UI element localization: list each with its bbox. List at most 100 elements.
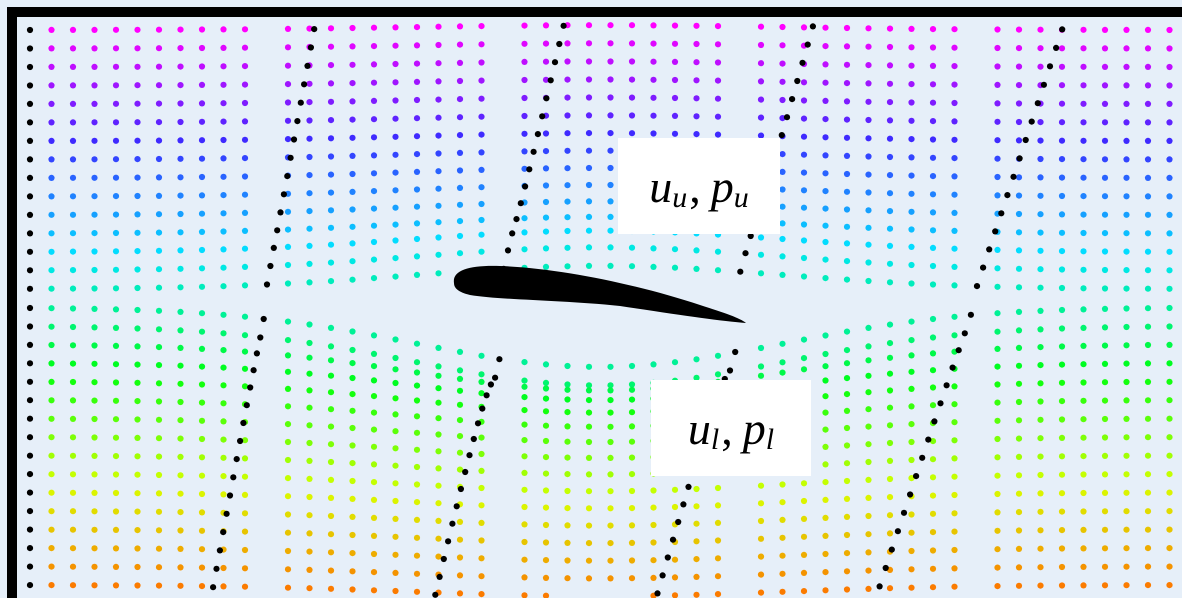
particle-dot xyxy=(349,531,356,539)
particle-dot xyxy=(198,454,206,461)
material-line-dot xyxy=(301,81,308,88)
particle-dot xyxy=(177,308,184,315)
particle-dot xyxy=(1037,155,1044,163)
particle-dot xyxy=(1144,545,1152,552)
particle-dot xyxy=(1144,323,1152,330)
particle-dot xyxy=(628,244,636,251)
particle-dot xyxy=(456,59,464,66)
particle-dot xyxy=(349,442,356,449)
particle-dot xyxy=(929,438,937,445)
material-line-dot xyxy=(445,538,452,545)
particle-dot xyxy=(306,208,313,215)
particle-dot xyxy=(521,538,528,546)
particle-dot xyxy=(1123,45,1130,52)
particle-dot xyxy=(134,26,141,33)
particle-dot xyxy=(1037,137,1044,144)
particle-dot xyxy=(822,569,829,576)
particle-dot xyxy=(413,133,421,140)
particle-dot xyxy=(886,585,894,592)
upper-pressure-symbol: p xyxy=(710,160,734,212)
material-line-dot xyxy=(26,193,34,200)
particle-dot xyxy=(456,387,464,394)
particle-dot xyxy=(1144,63,1152,70)
particle-dot xyxy=(800,355,808,362)
lower-pressure-symbol: p xyxy=(742,402,766,454)
particle-dot xyxy=(671,486,679,493)
particle-dot xyxy=(757,60,765,67)
particle-dot xyxy=(177,508,184,516)
particle-dot xyxy=(456,554,464,561)
particle-dot xyxy=(112,582,120,589)
particle-dot xyxy=(908,511,915,518)
particle-dot xyxy=(564,362,571,370)
particle-dot xyxy=(241,510,249,517)
particle-dot xyxy=(392,133,399,140)
particle-dot xyxy=(951,63,958,70)
material-line-dot xyxy=(496,356,503,363)
particle-dot xyxy=(650,574,657,582)
material-line-dot xyxy=(453,503,460,510)
particle-dot xyxy=(843,495,851,502)
particle-dot xyxy=(822,532,829,540)
material-line-dot xyxy=(294,118,301,125)
material-line-dot xyxy=(436,573,443,581)
particle-dot xyxy=(843,98,851,105)
particle-dot xyxy=(1166,526,1173,533)
particle-dot xyxy=(220,330,227,337)
particle-dot xyxy=(843,116,851,123)
particle-dot xyxy=(241,173,249,180)
material-line-dot xyxy=(26,304,34,312)
particle-dot xyxy=(1123,489,1130,496)
particle-dot xyxy=(177,100,184,107)
particle-dot xyxy=(306,279,313,286)
particle-dot xyxy=(585,198,593,205)
particle-dot xyxy=(241,245,249,252)
particle-dot xyxy=(908,44,915,51)
particle-dot xyxy=(1166,415,1173,422)
particle-dot xyxy=(757,132,765,139)
particle-dot xyxy=(306,321,313,328)
particle-dot xyxy=(284,62,292,69)
material-line-dot xyxy=(487,381,494,388)
particle-dot xyxy=(370,152,378,159)
particle-dot xyxy=(1144,193,1152,200)
particle-dot xyxy=(392,255,399,262)
particle-dot xyxy=(779,42,786,49)
particle-dot xyxy=(714,95,722,102)
material-line-dot xyxy=(789,96,796,103)
particle-dot xyxy=(1080,453,1087,460)
particle-dot xyxy=(69,174,77,181)
particle-dot xyxy=(908,438,915,446)
particle-dot xyxy=(327,567,335,574)
particle-dot xyxy=(1123,323,1130,331)
particle-dot xyxy=(585,130,593,137)
particle-dot xyxy=(1123,248,1130,255)
particle-dot xyxy=(1080,45,1087,52)
particle-dot xyxy=(951,227,958,234)
particle-dot xyxy=(908,456,915,464)
material-line-dot xyxy=(216,547,223,554)
particle-dot xyxy=(413,271,421,278)
particle-dot xyxy=(714,352,722,359)
particle-dot xyxy=(757,553,765,560)
particle-dot xyxy=(714,77,722,84)
particle-dot xyxy=(521,76,528,84)
particle-dot xyxy=(198,490,206,498)
particle-dot xyxy=(1058,284,1066,292)
particle-dot xyxy=(693,77,700,84)
particle-dot xyxy=(1058,343,1066,350)
particle-dot xyxy=(564,409,571,416)
particle-dot xyxy=(542,379,550,386)
particle-dot xyxy=(48,174,55,181)
particle-dot xyxy=(1058,379,1066,386)
particle-dot xyxy=(542,557,550,564)
particle-dot xyxy=(542,422,550,429)
particle-dot xyxy=(456,417,464,424)
particle-dot xyxy=(177,327,184,334)
particle-dot xyxy=(607,164,614,172)
particle-dot xyxy=(650,58,657,65)
particle-dot xyxy=(435,500,442,507)
particle-dot xyxy=(822,116,829,123)
particle-dot xyxy=(69,156,77,163)
particle-dot xyxy=(886,340,894,347)
